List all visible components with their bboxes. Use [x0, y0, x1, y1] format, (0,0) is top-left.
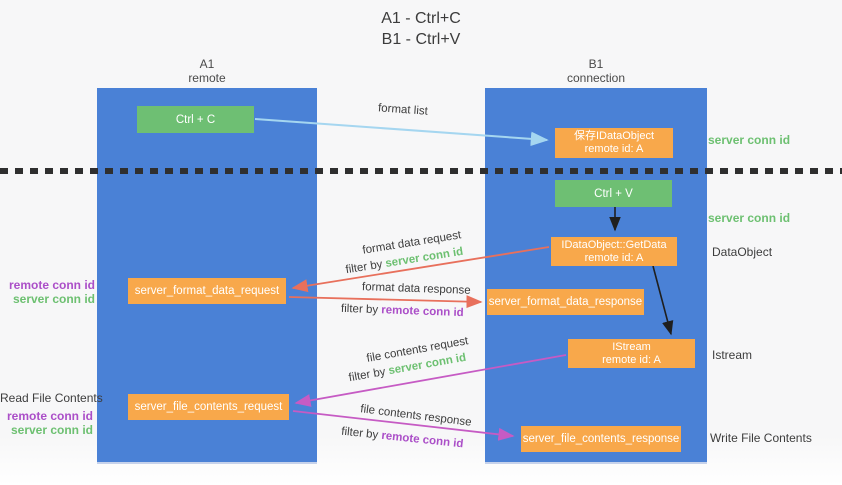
- istream-line1: IStream: [612, 340, 651, 353]
- label-format-list: format list: [377, 102, 429, 118]
- arrow-format-data-response: [288, 295, 483, 309]
- label-format-data-response: format data response: [361, 281, 471, 297]
- title-line-1: A1 - Ctrl+C: [381, 10, 461, 27]
- column-a1-name: A1: [199, 57, 215, 71]
- label-filter-format-response: filter by remote conn id: [341, 303, 464, 319]
- left-label-read-file-contents: Read File Contents: [0, 391, 103, 405]
- getdata-line2: remote id: A: [584, 251, 644, 264]
- node-server-format-data-response: server_format_data_response: [487, 289, 644, 315]
- remote-conn-id-text: remote conn id: [381, 304, 464, 320]
- left-label-conn-ids-format: remote conn id server conn id: [0, 278, 95, 306]
- left-server-conn-id-1: server conn id: [12, 292, 95, 306]
- ctrl-c-label: Ctrl + C: [175, 113, 216, 126]
- getdata-line1: IDataObject::GetData: [561, 238, 667, 251]
- format-request-label: server_format_data_request: [134, 285, 280, 297]
- save-dataobject-line1: 保存IDataObject: [573, 130, 655, 142]
- istream-line2: remote id: A: [602, 353, 661, 366]
- column-a1-role: remote: [188, 71, 226, 85]
- node-ctrl-c: Ctrl + C: [137, 106, 254, 133]
- left-label-conn-ids-file: remote conn id server conn id: [0, 409, 93, 437]
- diagram-title: A1 - Ctrl+C B1 - Ctrl+V: [0, 8, 842, 50]
- file-response-label: server_file_contents_response: [522, 433, 680, 445]
- ctrl-v-label: Ctrl + V: [594, 187, 633, 200]
- filter-by-text: filter by: [344, 258, 387, 277]
- right-label-server-conn-id-top: server conn id: [708, 133, 791, 147]
- remote-conn-id-text: remote conn id: [380, 429, 464, 451]
- node-server-file-contents-request: server_file_contents_request: [128, 394, 289, 420]
- column-b1-name: B1: [588, 57, 604, 71]
- node-save-dataobject: 保存IDataObject remote id: A: [555, 128, 673, 158]
- column-header-a1: A1 remote: [147, 57, 267, 85]
- filter-by-text: filter by: [340, 302, 382, 317]
- left-remote-conn-id-1: remote conn id: [8, 278, 95, 292]
- column-header-b1: B1 connection: [536, 57, 656, 85]
- left-server-conn-id-2: server conn id: [10, 423, 93, 437]
- label-file-contents-response: file contents response: [359, 403, 473, 429]
- left-remote-conn-id-2: remote conn id: [6, 409, 93, 423]
- right-label-istream: Istream: [712, 348, 753, 362]
- column-b1-role: connection: [566, 71, 626, 85]
- node-idataobject-getdata: IDataObject::GetData remote id: A: [551, 237, 677, 266]
- file-request-label: server_file_contents_request: [134, 401, 283, 413]
- right-label-write-file-contents: Write File Contents: [710, 431, 812, 445]
- filter-by-text: filter by: [347, 365, 390, 385]
- format-response-label: server_format_data_response: [488, 296, 643, 308]
- right-label-server-conn-id-mid: server conn id: [708, 211, 791, 225]
- node-ctrl-v: Ctrl + V: [555, 180, 672, 207]
- save-dataobject-line2: remote id: A: [584, 143, 644, 155]
- title-line-2: B1 - Ctrl+V: [381, 31, 461, 48]
- node-istream: IStream remote id: A: [568, 339, 695, 368]
- right-label-dataobject: DataObject: [712, 245, 773, 259]
- node-server-file-contents-response: server_file_contents_response: [521, 426, 681, 452]
- node-server-format-data-request: server_format_data_request: [128, 278, 286, 304]
- label-filter-file-response: filter by remote conn id: [341, 426, 464, 451]
- copy-paste-divider-line: [0, 168, 842, 174]
- filter-by-text: filter by: [340, 425, 383, 442]
